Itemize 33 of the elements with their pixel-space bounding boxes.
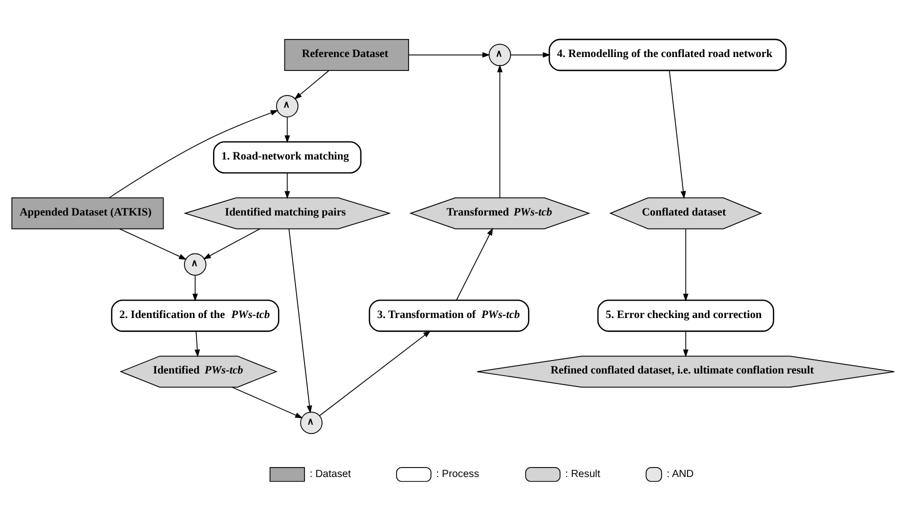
node-box: 3. Transformation of PWs-tcb <box>368 299 530 332</box>
arrow <box>497 64 503 198</box>
arrow <box>194 330 200 357</box>
arrow <box>683 330 688 357</box>
node-box: 2. Identification of the PWs-tcb <box>111 299 280 332</box>
node-box: Reference Dataset <box>284 38 410 70</box>
legend-label: : Result <box>565 468 600 480</box>
node-circle: ∧ <box>300 411 323 434</box>
arrow <box>192 274 198 301</box>
arrow <box>510 52 551 58</box>
arrow <box>288 228 312 413</box>
arrow <box>683 228 688 301</box>
arrow <box>294 70 330 100</box>
arrow <box>119 228 187 260</box>
arrow <box>319 330 431 416</box>
node-box: 1. Road-network matching <box>213 140 362 173</box>
node-box: Appended Dataset (ATKIS) <box>11 196 164 229</box>
node-circle: ∧ <box>488 43 512 66</box>
node-box: 5. Error checking and correction <box>597 299 774 332</box>
legend-label: : Dataset <box>310 468 351 480</box>
node-box: 4. Remodelling of the conflated road network <box>548 38 787 71</box>
node-circle: ∧ <box>276 94 298 117</box>
arrow <box>203 228 260 259</box>
arrow <box>408 52 490 58</box>
arrow <box>456 227 494 300</box>
arrow <box>109 110 278 198</box>
arrow <box>284 116 290 143</box>
arrow <box>668 70 686 198</box>
node-circle: ∧ <box>184 252 206 276</box>
arrow <box>232 386 303 418</box>
legend-label: : AND <box>666 468 694 480</box>
arrow <box>284 172 290 198</box>
legend-label: : Process <box>436 468 480 480</box>
